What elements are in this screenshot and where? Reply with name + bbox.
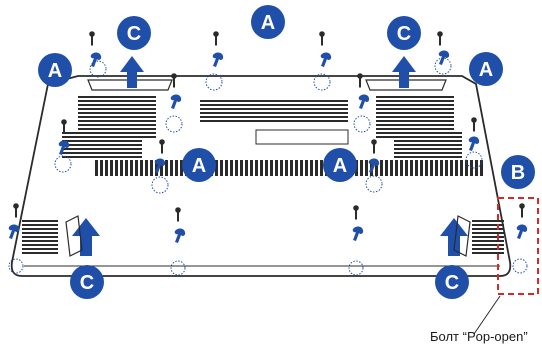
up-arrow-icon — [120, 56, 144, 88]
badge-a-label: A — [479, 59, 493, 81]
vent-long-bottom — [95, 160, 483, 176]
center-plate — [255, 129, 349, 145]
pop-open-highlight — [497, 197, 539, 295]
screw-icon — [319, 31, 332, 67]
badge-a-right: A — [469, 52, 503, 86]
vent-left-mid — [62, 130, 142, 160]
badge-c-bottom-right: C — [435, 265, 469, 299]
vent-corner-right — [472, 220, 504, 256]
badge-c-label: C — [397, 23, 411, 45]
badge-a-mid-left: A — [182, 148, 216, 182]
screw-icon — [516, 203, 528, 239]
badge-a-label: A — [333, 155, 347, 177]
badge-c-bottom-left: C — [70, 265, 104, 299]
badge-c-label: C — [80, 272, 94, 294]
pop-open-caption: Болт “Pop-open” — [430, 329, 528, 344]
vent-corner-left — [22, 220, 58, 256]
vent-center-top — [200, 100, 348, 122]
badge-a-label: A — [261, 12, 275, 34]
screw-icon — [212, 31, 224, 67]
screw-icon — [437, 31, 450, 65]
badge-b: B — [501, 155, 535, 189]
up-arrow-icon — [440, 218, 468, 256]
badge-a-label: A — [48, 60, 62, 82]
pry-tool-outlines — [65, 215, 471, 257]
callout-line — [473, 295, 501, 335]
badge-a-top: A — [251, 5, 285, 39]
vent-right-mid — [394, 130, 462, 160]
up-arrow-icon — [392, 56, 416, 88]
badge-a-left: A — [38, 53, 72, 87]
badge-c-label: C — [445, 272, 459, 294]
screw-icon — [89, 31, 102, 67]
badge-b-label: B — [511, 162, 525, 184]
badge-a-label: A — [192, 155, 206, 177]
badge-c-top-left: C — [117, 16, 151, 50]
badge-a-mid-right: A — [323, 148, 357, 182]
screw-holes — [8, 57, 528, 276]
badge-c-top-right: C — [387, 16, 421, 50]
hinge-left — [87, 79, 173, 91]
hinge-right — [365, 79, 447, 91]
badge-c-label: C — [127, 23, 141, 45]
